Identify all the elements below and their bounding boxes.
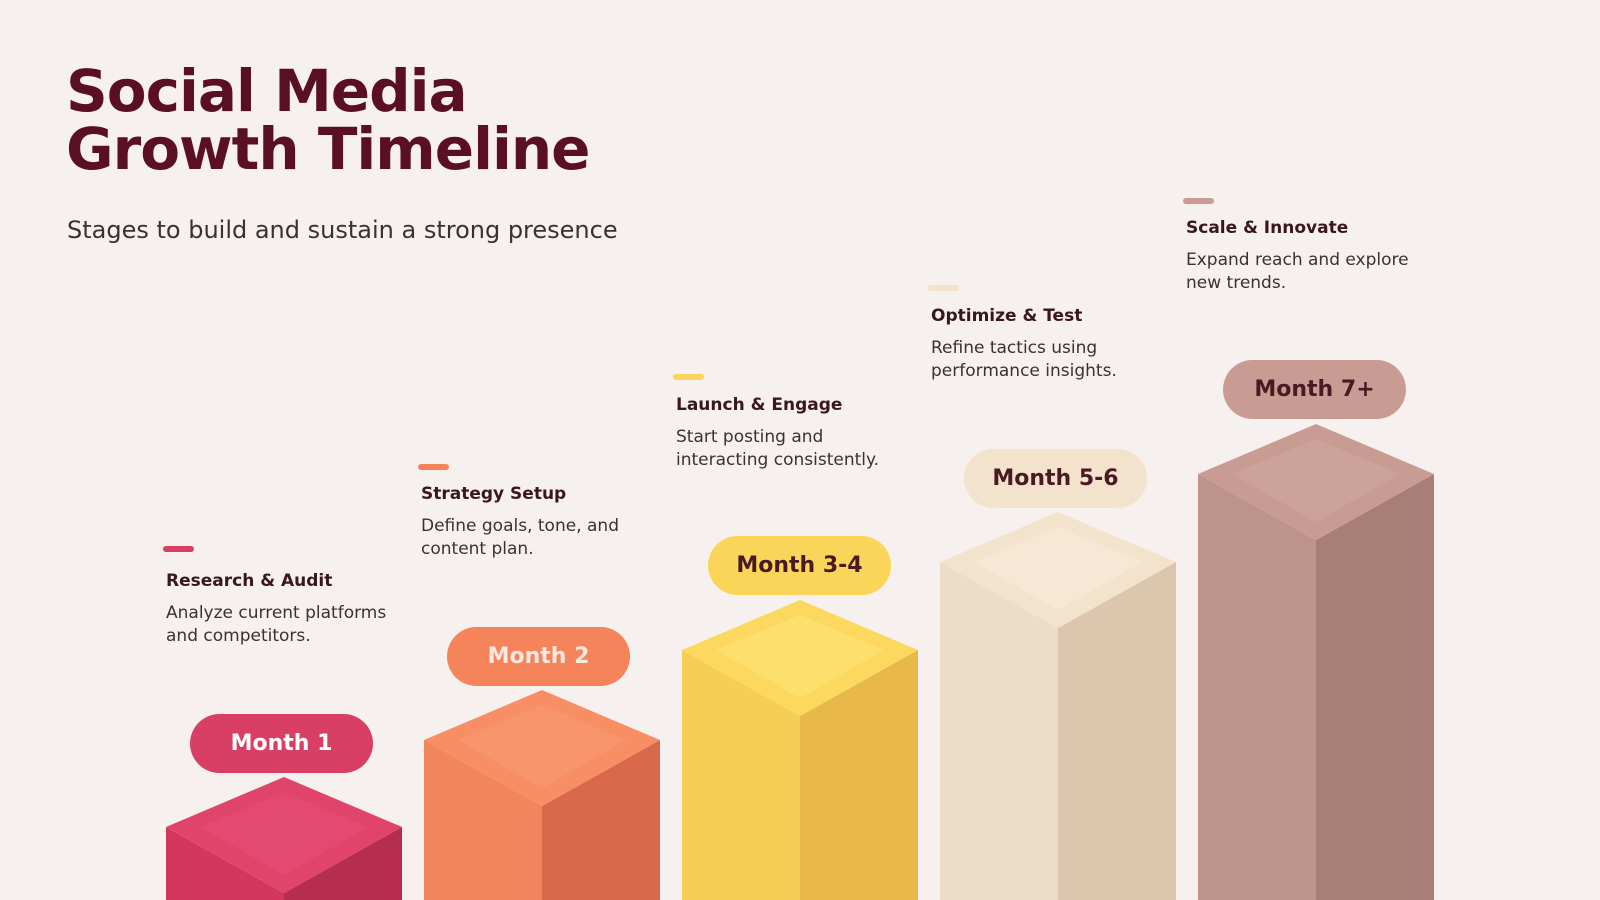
stage-column bbox=[940, 512, 1176, 900]
stage-description: Define goals, tone, and content plan. bbox=[421, 516, 619, 559]
stage-description: Analyze current platforms and competitor… bbox=[166, 603, 387, 646]
stage-accent-bar bbox=[928, 285, 959, 291]
page-subtitle: Stages to build and sustain a strong pre… bbox=[67, 216, 618, 244]
stage-heading: Scale & Innovate bbox=[1186, 218, 1349, 238]
stage-description: Refine tactics using performance insight… bbox=[931, 338, 1117, 381]
stage-accent-bar bbox=[418, 464, 449, 470]
stage-column bbox=[682, 600, 918, 900]
stage-column bbox=[1198, 424, 1434, 900]
stage-accent-bar bbox=[673, 374, 704, 380]
stage-heading: Research & Audit bbox=[166, 571, 333, 591]
stage-month-pill: Month 7+ bbox=[1223, 360, 1406, 419]
stage-month-pill: Month 5-6 bbox=[964, 449, 1147, 508]
stage-month-pill: Month 1 bbox=[190, 714, 373, 773]
stage-description: Expand reach and explore new trends. bbox=[1186, 250, 1409, 293]
stage-heading: Strategy Setup bbox=[421, 484, 567, 504]
stage-column bbox=[424, 690, 660, 900]
stage-accent-bar bbox=[1183, 198, 1214, 204]
stage-month-pill: Month 3-4 bbox=[708, 536, 891, 595]
stage-accent-bar bbox=[163, 546, 194, 552]
stage-column bbox=[166, 777, 402, 900]
stage-description: Start posting and interacting consistent… bbox=[676, 427, 880, 470]
stage-month-pill: Month 2 bbox=[447, 627, 630, 686]
page-title-line-2: Growth Timeline bbox=[66, 115, 590, 183]
stage-heading: Optimize & Test bbox=[931, 306, 1083, 326]
page-title: Social Media Growth Timeline bbox=[66, 62, 686, 178]
page-title-line-1: Social Media bbox=[66, 57, 468, 125]
stage-heading: Launch & Engage bbox=[676, 395, 843, 415]
